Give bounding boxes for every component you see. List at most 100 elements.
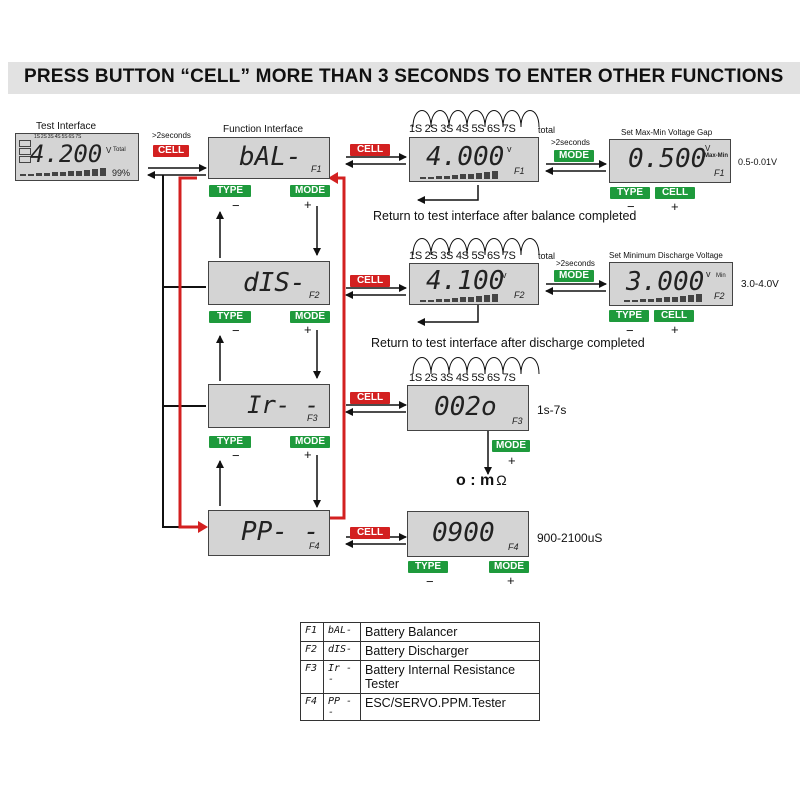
resistance-reading: 002o — [434, 392, 497, 422]
cell-button[interactable]: CELL — [153, 145, 189, 157]
balance-level-bars — [420, 171, 500, 179]
discharge-return-note: Return to test interface after discharge… — [371, 336, 645, 350]
balance-return-note: Return to test interface after balance c… — [373, 209, 637, 223]
legend-code: F4 — [300, 693, 324, 721]
legend-display: dIS- — [323, 641, 361, 661]
balance-set-title: Set Max-Min Voltage Gap — [621, 128, 713, 137]
plus-sign: + — [507, 573, 515, 588]
balance-unit: v — [507, 144, 512, 154]
discharge-set-level-bars — [624, 294, 704, 302]
discharge-unit: v — [502, 270, 507, 280]
legend-display: Ir -- — [323, 660, 361, 694]
cell-button[interactable]: CELL — [350, 392, 390, 404]
type-button[interactable]: TYPE — [610, 187, 650, 199]
discharge-total-label: total — [538, 251, 556, 261]
banner-title: PRESS BUTTON “CELL” MORE THAN 3 SECONDS … — [24, 66, 784, 87]
battery-icon — [19, 148, 31, 155]
type-button[interactable]: TYPE — [609, 310, 649, 322]
legend-row: F4 PP -- ESC/SERVO.PPM.Tester — [300, 693, 540, 721]
mode-button[interactable]: MODE — [554, 270, 594, 282]
resistance-screen: 002o F3 — [407, 385, 529, 431]
discharge-set-screen: 3.000 v Min F2 — [609, 262, 733, 306]
mode-button[interactable]: MODE — [290, 311, 330, 323]
discharge-level-bars — [420, 294, 500, 302]
plus-sign: + — [304, 322, 312, 337]
plus-sign: + — [508, 453, 516, 468]
function-screen-f4: PP- - F4 — [208, 510, 330, 556]
minus-sign: − — [426, 574, 434, 589]
legend-display: bAL- — [323, 622, 361, 642]
test-percent: 99% — [112, 168, 131, 178]
battery-icon — [19, 156, 31, 163]
cell-button-green[interactable]: CELL — [655, 187, 695, 199]
test-unit-suffix: Total — [113, 147, 126, 153]
discharge-range: 3.0-4.0V — [741, 279, 779, 290]
legend-name: ESC/SERVO.PPM.Tester — [360, 693, 540, 721]
balance-set-suffix: Max-Min — [704, 153, 728, 159]
resistance-cell-row: 1S 2S 3S 4S 5S 6S 7S — [409, 372, 516, 384]
minus-sign: − — [626, 323, 634, 338]
discharge-screen: 4.100 v F2 — [409, 263, 539, 305]
function-screen-f3: Ir- - F3 — [208, 384, 330, 428]
banner-background — [8, 62, 800, 94]
cell-button[interactable]: CELL — [350, 527, 390, 539]
balance-screen: 4.000 v F1 — [409, 137, 539, 182]
esc-reading: 0900 — [432, 518, 495, 548]
discharge-cell-row: 1S 2S 3S 4S 5S 6S 7S — [409, 250, 516, 262]
battery-icon — [19, 140, 31, 147]
test-interface-label: Test Interface — [36, 121, 97, 132]
cell-button[interactable]: CELL — [350, 275, 390, 287]
test-unit: V — [106, 146, 112, 155]
function-screen-f2: dIS- F2 — [208, 261, 330, 305]
minus-sign: − — [232, 198, 240, 213]
f2-display: dIS- — [243, 268, 306, 298]
plus-sign: + — [304, 447, 312, 462]
esc-screen: 0900 F4 — [407, 511, 529, 557]
balance-range: 0.5-0.01V — [738, 157, 778, 167]
esc-range: 900-2100uS — [537, 531, 603, 545]
balance-set-unit: V — [705, 144, 711, 153]
resistance-range: 1s-7s — [537, 403, 567, 417]
f4-code: F4 — [309, 541, 320, 551]
balance-set-screen: 0.500 V Max-Min F1 — [609, 139, 731, 183]
mode-button[interactable]: MODE — [492, 440, 530, 452]
function-screen-f1: bAL- F1 — [208, 137, 330, 179]
type-button[interactable]: TYPE — [408, 561, 448, 573]
f3-display: Ir- - — [247, 391, 320, 419]
balance-total-label: total — [538, 125, 556, 135]
legend-display: PP -- — [323, 693, 361, 721]
test-reading: 4.200 — [30, 140, 103, 168]
resistance-code: F3 — [512, 416, 523, 426]
mode-button[interactable]: MODE — [290, 436, 330, 448]
discharge-set-suffix: Min — [716, 273, 726, 279]
cell-button-green[interactable]: CELL — [654, 310, 694, 322]
f1-display: bAL- — [239, 142, 302, 172]
minus-sign: − — [232, 448, 240, 463]
discharge-set-unit: v — [706, 269, 711, 279]
resistance-unit-text: o : m — [456, 472, 495, 489]
mode-button[interactable]: MODE — [290, 185, 330, 197]
balance-cell-row: 1S 2S 3S 4S 5S 6S 7S — [409, 123, 516, 135]
legend-code: F2 — [300, 641, 324, 661]
test-cell-row: 1S 2S 3S 4S 5S 6S 7S — [34, 134, 82, 140]
function-legend-table: F1 bAL- Battery Balancer F2 dIS- Battery… — [300, 622, 540, 721]
minus-sign: − — [232, 323, 240, 338]
function-interface-label: Function Interface — [223, 124, 304, 135]
f1-code: F1 — [311, 164, 322, 174]
mode-button[interactable]: MODE — [554, 150, 594, 162]
mode-button[interactable]: MODE — [489, 561, 529, 573]
type-button[interactable]: TYPE — [209, 311, 251, 323]
type-button[interactable]: TYPE — [209, 185, 251, 197]
f4-display: PP- - — [241, 517, 320, 547]
legend-name: Battery Balancer — [360, 622, 540, 642]
legend-row: F2 dIS- Battery Discharger — [300, 641, 540, 661]
discharge-code: F2 — [514, 290, 525, 300]
esc-code: F4 — [508, 542, 519, 552]
type-button[interactable]: TYPE — [209, 436, 251, 448]
test-interface-screen: 1S 2S 3S 4S 5S 6S 7S 4.200 V Total 99% — [15, 133, 139, 181]
discharge-set-code: F2 — [714, 291, 725, 301]
discharge-reading: 4.100 — [426, 266, 505, 296]
legend-code: F3 — [300, 660, 324, 694]
balance-set-reading: 0.500 — [628, 144, 707, 174]
cell-button[interactable]: CELL — [350, 144, 390, 156]
